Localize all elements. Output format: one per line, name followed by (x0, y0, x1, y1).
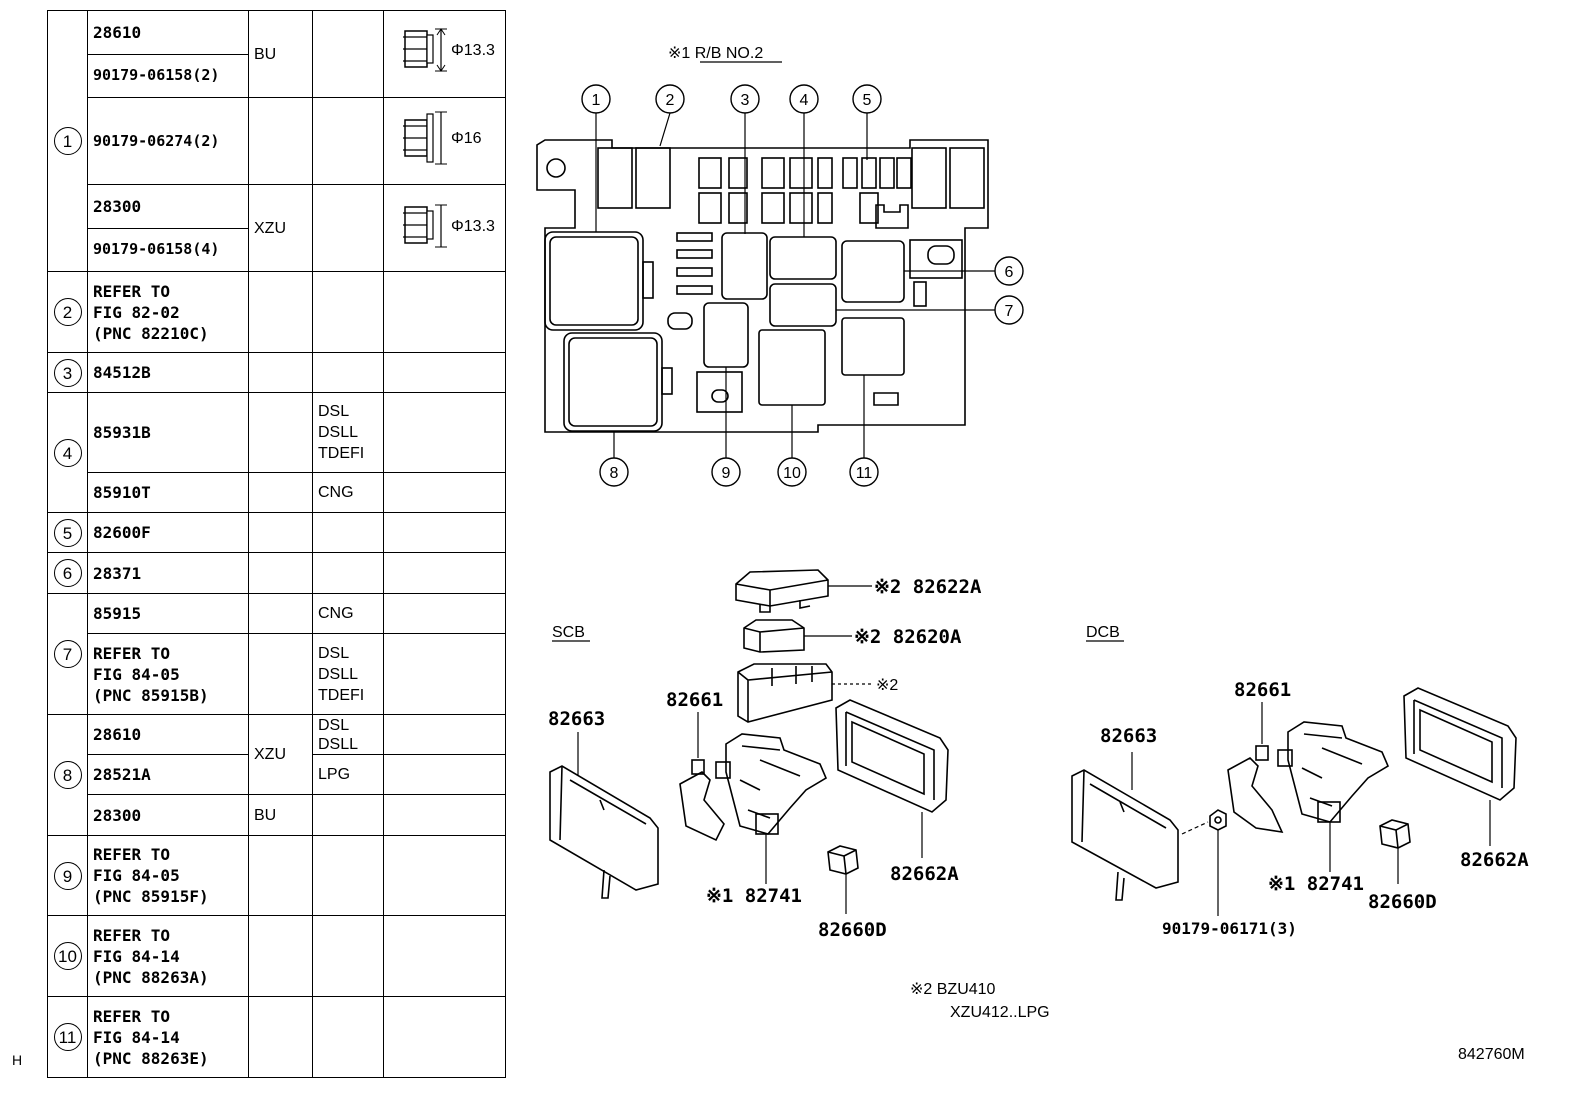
svg-text:8: 8 (610, 465, 619, 482)
svg-text:5: 5 (863, 92, 872, 109)
svg-text:Φ13.3: Φ13.3 (451, 218, 495, 235)
svg-text:Φ13.3: Φ13.3 (451, 42, 495, 59)
svg-text:82661: 82661 (666, 689, 723, 711)
callout-11 (849, 457, 879, 487)
svg-text:11: 11 (856, 465, 873, 482)
rb-title: ※1 R/B NO.2 (668, 45, 763, 62)
ref-2: 2 (47, 271, 88, 353)
part-code: 85915 (87, 593, 249, 634)
model-code: XZU (248, 714, 313, 795)
dcb-case-82662A (1403, 687, 1517, 801)
svg-text:Φ16: Φ16 (451, 130, 482, 147)
svg-text:4: 4 (800, 92, 809, 109)
svg-text:3: 3 (741, 92, 750, 109)
nut-icon: Φ13.3 (383, 10, 506, 98)
ref-10: 10 (47, 915, 88, 997)
svg-text:6: 6 (1005, 264, 1014, 281)
svg-text:82660D: 82660D (1368, 891, 1437, 913)
svg-text:90179-06171(3): 90179-06171(3) (1162, 919, 1297, 938)
svg-text:82663: 82663 (1100, 725, 1157, 747)
callout-6 (994, 256, 1024, 286)
part-code: 90179-06158(4) (87, 227, 249, 272)
callout-circles (581, 84, 1024, 487)
part-code: 82600F (87, 512, 249, 553)
scb-part-82620A (743, 619, 805, 653)
callout-9 (711, 457, 741, 487)
svg-text:※2: ※2 (876, 677, 898, 694)
svg-text:10: 10 (783, 465, 801, 482)
relay-block (536, 139, 989, 433)
svg-text:7: 7 (1005, 303, 1014, 320)
callout-leaders (595, 112, 995, 458)
svg-text:9: 9 (722, 465, 731, 482)
callout-5 (852, 84, 882, 114)
svg-text:※1 82741: ※1 82741 (1268, 873, 1364, 895)
callout-2 (655, 84, 685, 114)
callout-1 (581, 84, 611, 114)
part-code: 28300 (87, 184, 249, 229)
svg-text:82663: 82663 (548, 708, 605, 730)
figure-code: 842760M (1458, 1046, 1525, 1063)
scb-label: SCB (552, 624, 585, 641)
scb-relay-82660D (827, 845, 859, 875)
svg-text:※2 82620A: ※2 82620A (854, 626, 962, 648)
part-code: 90179-06274(2) (87, 97, 249, 185)
svg-text:82660D: 82660D (818, 919, 887, 941)
dcb-relay-82660D (1379, 819, 1411, 849)
svg-text:82661: 82661 (1234, 679, 1291, 701)
dcb-nut-90179-06171 (1209, 809, 1227, 831)
callout-8 (599, 457, 629, 487)
ref-4: 4 (47, 392, 88, 513)
part-code: 28610 (87, 10, 249, 55)
dcb-bracket-82663 (1071, 769, 1179, 901)
svg-text:82662A: 82662A (1460, 849, 1529, 871)
svg-text:82662A: 82662A (890, 863, 959, 885)
option-code: CNG (312, 593, 384, 634)
footnote-2: XZU412..LPG (950, 1004, 1050, 1021)
page-marker: H (12, 1052, 23, 1068)
option-code: LPG (312, 754, 384, 795)
callout-3 (730, 84, 760, 114)
part-code: 28610 (87, 714, 249, 755)
dcb-block-82741 (1277, 721, 1390, 823)
callout-4 (789, 84, 819, 114)
scb-cover-82622A (735, 569, 829, 613)
ref-1: 1 (47, 10, 88, 272)
nut-icon: Φ16 (383, 97, 506, 185)
svg-text:1: 1 (592, 92, 601, 109)
model-code: BU (248, 794, 313, 836)
scb-part-2 (737, 663, 833, 723)
model-code: XZU (248, 184, 313, 272)
svg-text:※1 82741: ※1 82741 (706, 885, 802, 907)
svg-text:2: 2 (666, 92, 675, 109)
svg-text:※2 82622A: ※2 82622A (874, 576, 982, 598)
nut-icon: Φ13.3 (383, 184, 506, 272)
ref-11: 11 (47, 996, 88, 1078)
parts-table: 1 28610 BU Φ13.3 90179-06158(2) 90179-06… (47, 10, 506, 1078)
scb-block-82741 (715, 733, 828, 835)
scb-bracket-82663 (549, 765, 659, 899)
callout-7 (994, 295, 1024, 325)
dcb-plate-82661 (1227, 745, 1284, 834)
callout-10 (777, 457, 807, 487)
scb-case-82662A (835, 699, 949, 813)
part-code: 85910T (87, 472, 249, 513)
option-code: CNG (312, 472, 384, 513)
footnote-1: ※2 BZU410 (910, 981, 996, 998)
dcb-label: DCB (1086, 624, 1120, 641)
scb-plate-82661 (679, 759, 725, 842)
part-code: 90179-06158(2) (87, 53, 249, 98)
